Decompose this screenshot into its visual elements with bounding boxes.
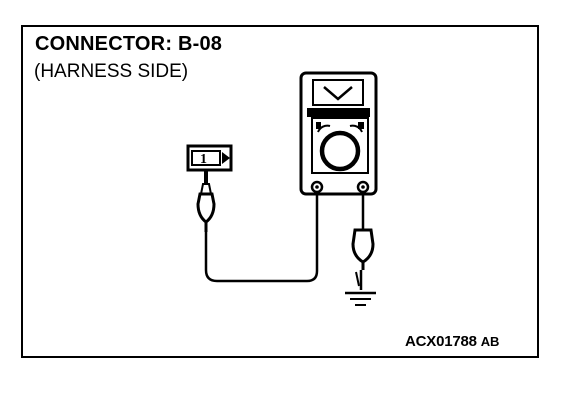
diagram-frame (21, 25, 539, 358)
diagram-code-suffix: AB (480, 334, 500, 349)
ground-icon (345, 291, 376, 306)
connector-title: CONNECTOR: B-08 (35, 33, 223, 55)
connector-icon: 1 (186, 144, 233, 172)
multimeter-icon (299, 71, 378, 196)
connector-pin-label: 1 (200, 152, 207, 167)
connector-subtitle: (HARNESS SIDE) (34, 61, 189, 82)
test-lead-wire-left (204, 192, 319, 283)
diagram-code: ACX01788 AB (405, 333, 499, 350)
diagram-code-main: ACX01788 (405, 333, 477, 350)
right-probe-icon (351, 192, 375, 290)
left-probe-icon (196, 170, 216, 232)
